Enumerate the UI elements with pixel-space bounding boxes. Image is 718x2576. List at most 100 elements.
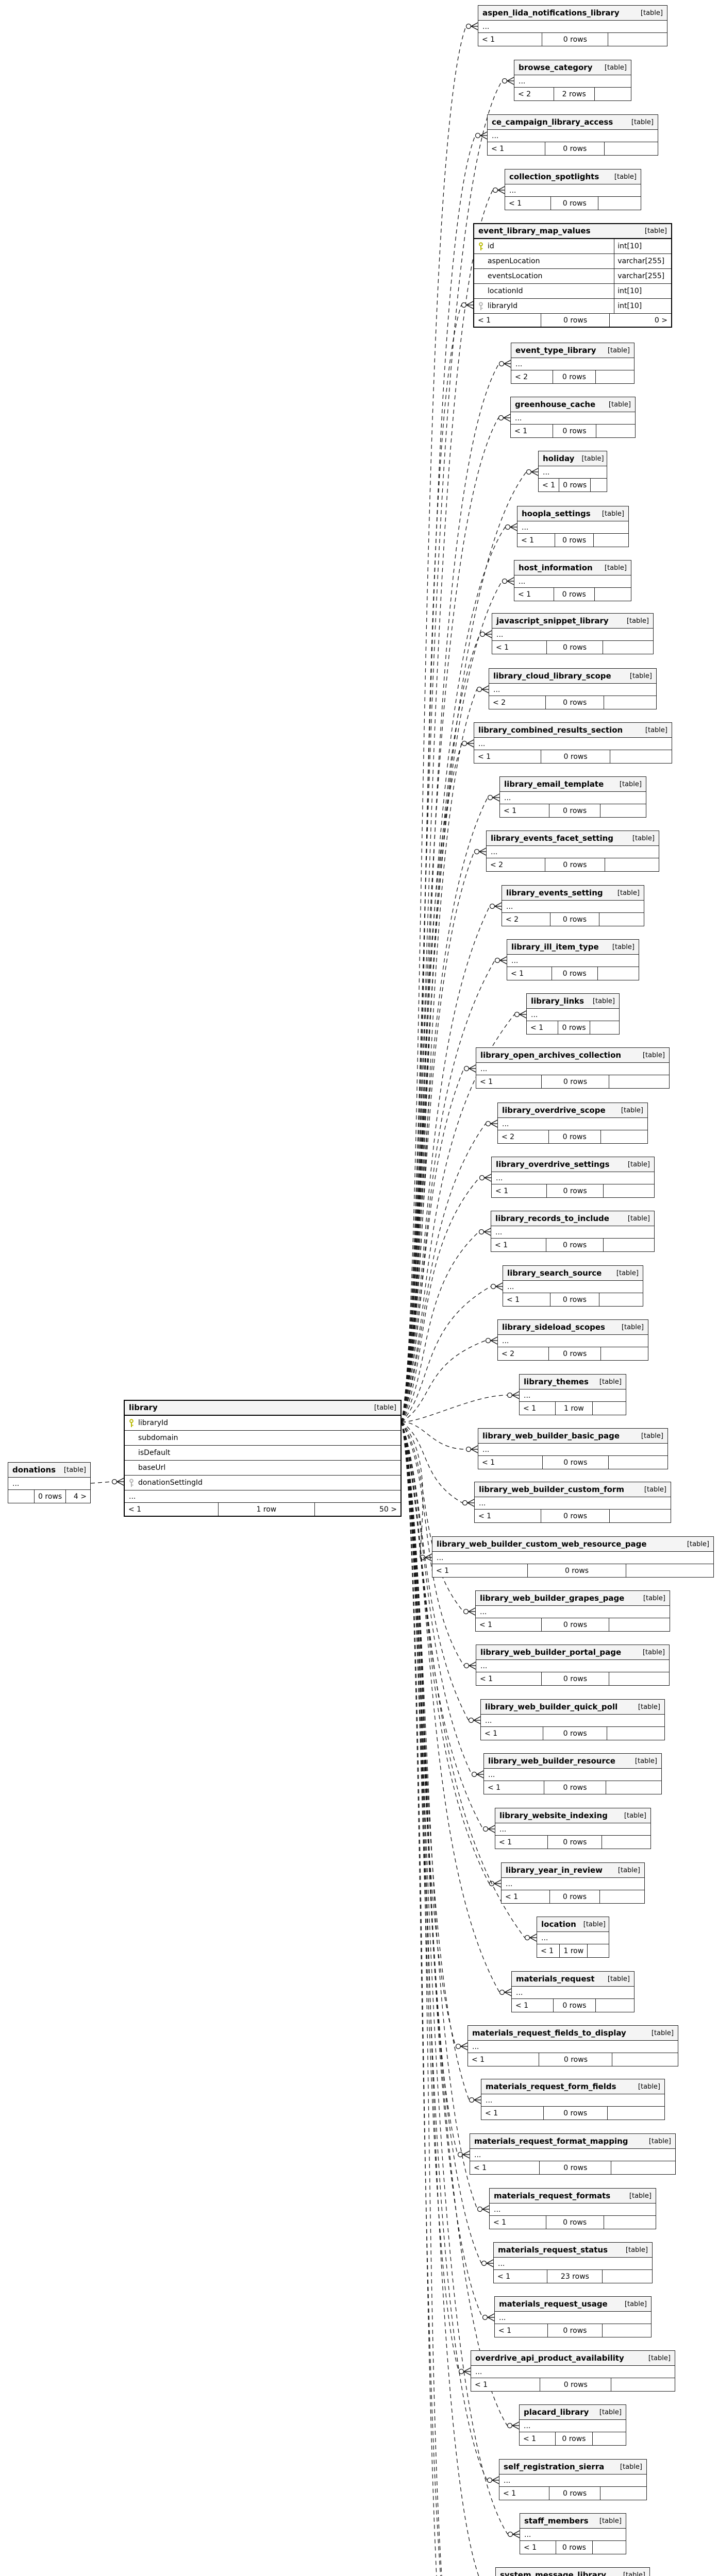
table-node-library_web_builder_resource[interactable]: library_web_builder_resource[table]...< …: [483, 1753, 662, 1794]
parent-count: < 1: [488, 1783, 501, 1792]
table-tag: [table]: [581, 454, 604, 463]
table-header: event_library_map_values[table]: [474, 224, 671, 239]
column-name: id: [474, 239, 614, 253]
collapsed-columns-row: ...: [481, 2094, 664, 2107]
table-node-aspen_lida_notifications_library[interactable]: aspen_lida_notifications_library[table].…: [478, 5, 667, 46]
table-tag: [table]: [608, 400, 631, 409]
table-tag: [table]: [634, 1757, 657, 1765]
parent-count: < 1: [128, 1505, 142, 1514]
table-name: browse_category: [519, 62, 593, 72]
table-name: library: [129, 1403, 158, 1412]
table-node-system_message_library[interactable]: system_message_library[table]...< 10 row…: [495, 2567, 650, 2576]
table-node-library_combined_results_section[interactable]: library_combined_results_section[table].…: [474, 722, 672, 764]
table-node-library_web_builder_basic_page[interactable]: library_web_builder_basic_page[table]...…: [478, 1428, 668, 1469]
fk-end-library_web_builder_portal_page-crowfoot: [469, 1662, 476, 1666]
table-node-materials_request_form_fields[interactable]: materials_request_form_fields[table]...<…: [481, 2079, 665, 2120]
table-node-overdrive_api_product_availability[interactable]: overdrive_api_product_availability[table…: [471, 2350, 675, 2392]
fk-end-library_web_builder_basic_page-zero-circle: [465, 1446, 472, 1452]
table-header: library_links[table]: [527, 994, 619, 1009]
table-node-library_web_builder_grapes_page[interactable]: library_web_builder_grapes_page[table]..…: [475, 1590, 670, 1632]
table-node-materials_request_format_mapping[interactable]: materials_request_format_mapping[table].…: [470, 2133, 676, 2175]
table-node-library_cloud_library_scope[interactable]: library_cloud_library_scope[table]...< 2…: [489, 668, 657, 709]
table-node-library_open_archives_collection[interactable]: library_open_archives_collection[table].…: [476, 1047, 670, 1089]
parent-count: < 1: [518, 590, 531, 599]
table-header: aspen_lida_notifications_library[table]: [478, 6, 667, 21]
ellipsis-text: ...: [485, 1716, 492, 1725]
table-node-library_events_facet_setting[interactable]: library_events_facet_setting[table]...< …: [486, 831, 659, 872]
fk-end-library_website_indexing-zero-circle: [482, 1826, 489, 1832]
fk-end-staff_members-crowfoot: [512, 2534, 520, 2538]
fk-end-library_web_builder_portal_page-crowfoot: [469, 1665, 476, 1670]
table-node-library_web_builder_custom_web_resource_page[interactable]: library_web_builder_custom_web_resource_…: [432, 1536, 714, 1578]
child-count: [602, 641, 653, 654]
ellipsis-text: ...: [129, 1492, 136, 1501]
table-tag: [table]: [621, 1106, 643, 1114]
table-name: library_search_source: [507, 1268, 602, 1278]
table-node-library_web_builder_quick_poll[interactable]: library_web_builder_quick_poll[table]...…: [480, 1699, 665, 1740]
collapsed-columns-row: ...: [537, 1932, 609, 1944]
table-node-materials_request_fields_to_display[interactable]: materials_request_fields_to_display[tabl…: [467, 2025, 678, 2066]
parent-count: < 1: [491, 144, 505, 153]
child-count: [590, 479, 607, 492]
fk-end-event_type_library-zero-circle: [498, 361, 505, 367]
table-tag: [table]: [624, 2300, 647, 2308]
table-tag: [table]: [626, 617, 649, 625]
collapsed-columns-row: ...: [476, 1606, 670, 1618]
fk-end-library_open_archives_collection-crowfoot: [469, 1068, 476, 1073]
table-header: greenhouse_cache [table]: [511, 397, 635, 412]
ellipsis-text: ...: [472, 2042, 479, 2051]
fk-end-library_search_source-crowfoot: [495, 1286, 503, 1291]
child-count: [604, 142, 658, 155]
table-header: library_sideload_scopes[table]: [498, 1320, 648, 1335]
table-name: greenhouse_cache: [515, 399, 596, 409]
row-count: 0 rows: [546, 641, 603, 654]
parent-count: < 1: [505, 1892, 519, 1901]
table-node-library_web_builder_custom_form[interactable]: library_web_builder_custom_form[table]..…: [474, 1482, 671, 1523]
fk-end-materials_request_fields_to_display-zero-circle: [455, 2043, 461, 2049]
table-tag: [table]: [641, 1432, 663, 1440]
table-name: javascript_snippet_library: [496, 616, 609, 625]
fk-end-aspen_lida_notifications_library-zero-circle: [465, 23, 472, 29]
table-tag: [table]: [604, 564, 627, 572]
fk-end-location-zero-circle: [524, 1935, 530, 1941]
row-count: 0 rows: [547, 2324, 602, 2337]
fk-end-host_information-crowfoot: [507, 577, 514, 582]
fk-end-ce_campaign_library_access-crowfoot: [480, 135, 488, 140]
fk-end-self_registration_sierra-zero-circle: [487, 2477, 493, 2483]
table-node-library_web_builder_portal_page[interactable]: library_web_builder_portal_page[table]..…: [476, 1645, 670, 1686]
